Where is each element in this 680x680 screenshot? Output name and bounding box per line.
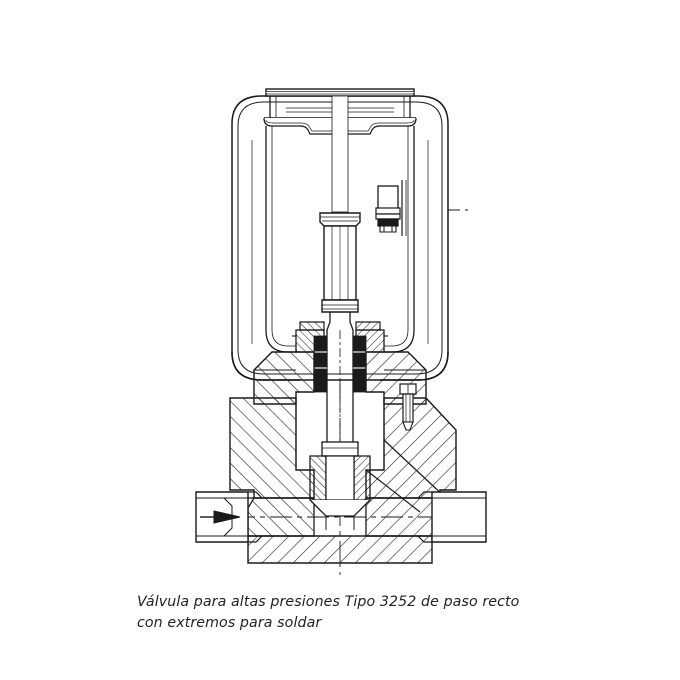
- drawing-canvas: [195, 88, 487, 575]
- stem-coupling: [319, 212, 361, 313]
- flow-arrow-icon: [200, 510, 241, 524]
- caption-line-1: Válvula para altas presiones Tipo 3252 d…: [137, 594, 520, 610]
- valve-stem: [326, 312, 354, 500]
- packing-rings: [313, 335, 367, 393]
- travel-indicator: [375, 180, 407, 236]
- bonnet-bolt: [399, 383, 417, 431]
- valve-sectional-drawing: [195, 88, 487, 575]
- body-detail-lines: [230, 404, 456, 491]
- actuator-top-cap: [265, 88, 415, 118]
- actuator-stem: [331, 95, 349, 213]
- caption-line-2: con extremos para soldar: [137, 614, 322, 631]
- figure-caption: Válvula para altas presiones Tipo 3252 d…: [137, 592, 607, 633]
- valve-body: [229, 397, 457, 564]
- seat-and-plug: [309, 441, 371, 530]
- weld-end-outlet: [417, 491, 487, 543]
